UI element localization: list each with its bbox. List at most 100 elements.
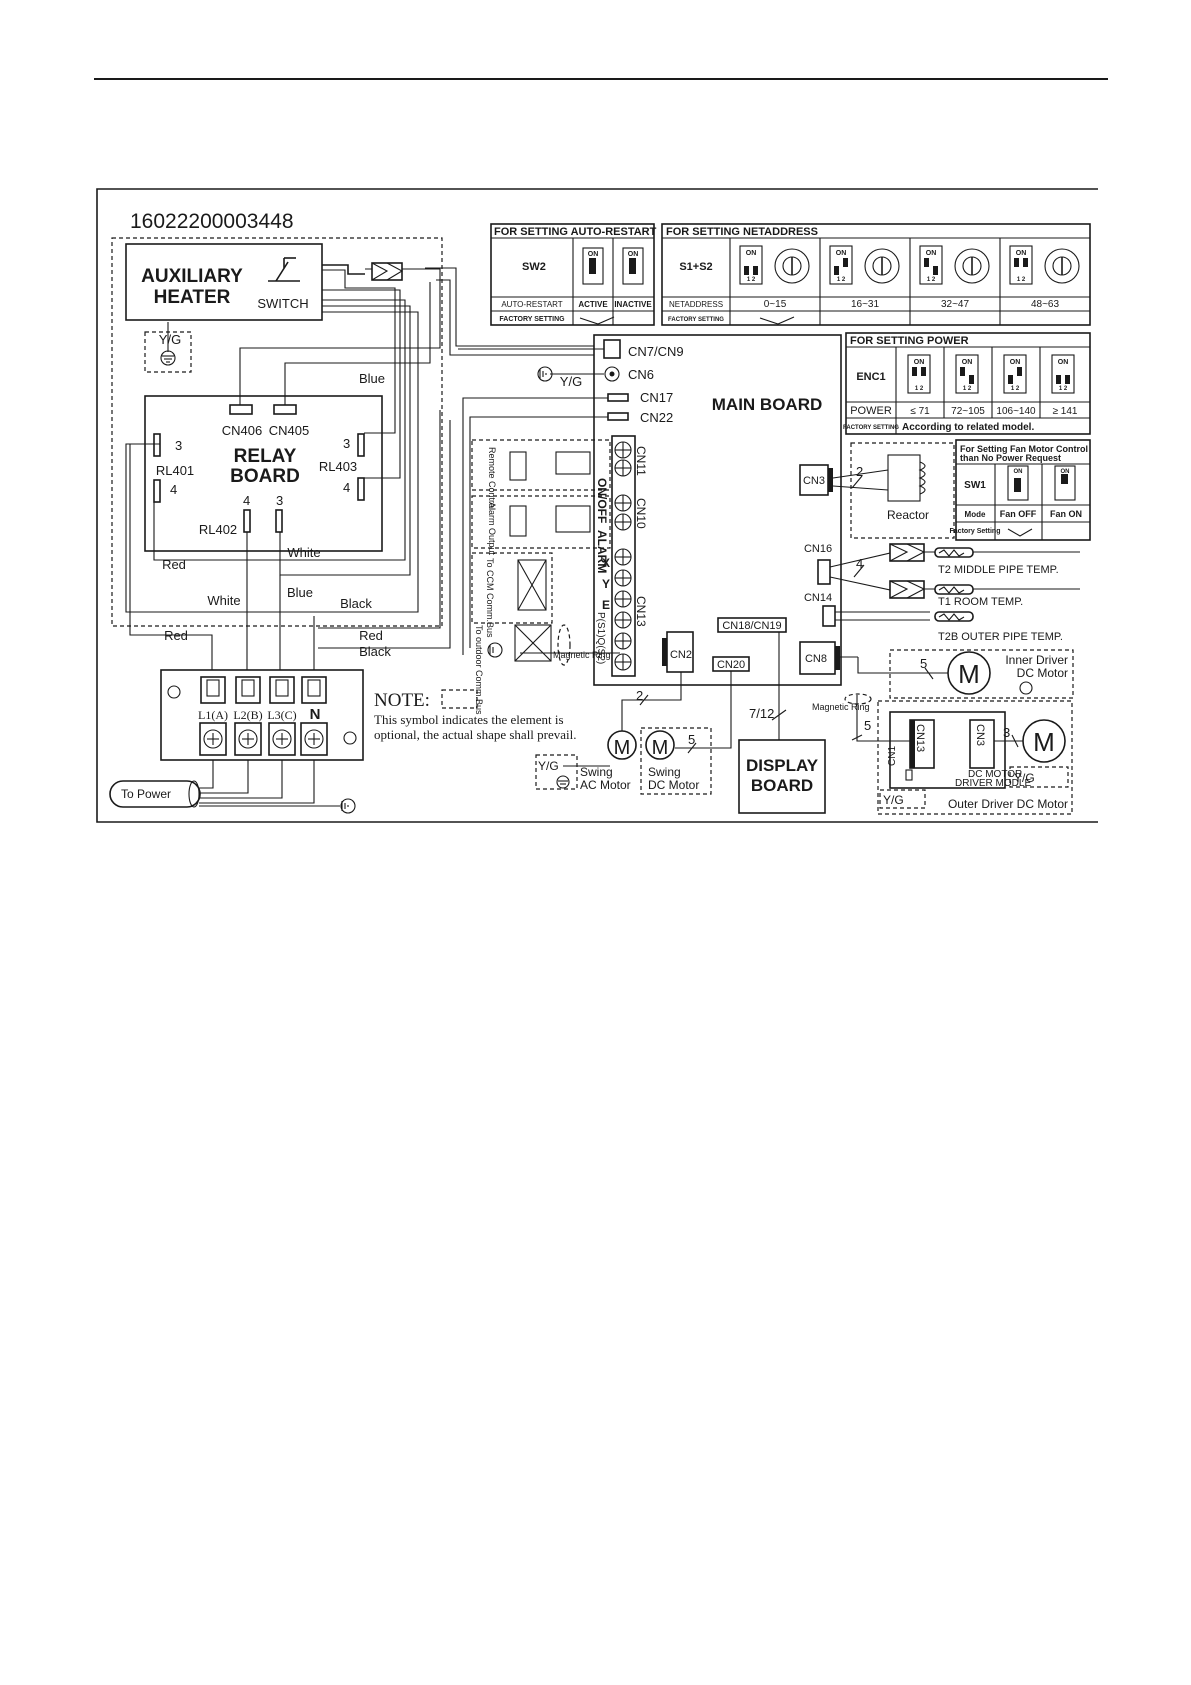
cn17-label: CN17 [640, 390, 673, 405]
fanctrl-title-1: For Setting Fan Motor Control [960, 444, 1088, 454]
wire-label-white-1: White [287, 545, 320, 560]
onoff-label: ON/OFF [595, 478, 609, 523]
rl403-pin3: 3 [343, 436, 350, 451]
svg-text:1 2: 1 2 [963, 386, 972, 392]
diagram-frame [96, 188, 1098, 823]
document-code: 16022200003448 [130, 210, 294, 233]
outer-driver-motor [844, 693, 1073, 815]
auxiliary-heater: AUXILIARY HEATER SWITCH Y/G [125, 243, 323, 373]
netaddress-dip-3: ON1 2 [919, 245, 990, 285]
svg-text:ON: ON [1058, 359, 1069, 366]
terminal-n-label: N [310, 706, 321, 723]
reactor [832, 442, 955, 539]
cn13-label: CN13 [634, 596, 648, 627]
cn11-label: CN11 [634, 446, 648, 476]
display-title-2: BOARD [751, 776, 813, 795]
netaddress-range-3: 48~63 [1031, 299, 1060, 310]
fanctrl-fan-off: Fan OFF [1000, 509, 1037, 519]
autorestart-on-1: ON [588, 251, 599, 258]
ground-icon [160, 350, 176, 366]
heater-switch-label: SWITCH [257, 296, 308, 311]
outdoor-bus-label: To outdoor Comm.Bus [474, 625, 484, 715]
main-board: MAIN BOARD CN7/CN9 CN6 CN17 CN22 ON/OFF … [593, 334, 842, 686]
swing-motors [535, 671, 732, 795]
control-terminal-screw-8 [614, 611, 632, 629]
outer-cn3: CN3 [974, 724, 986, 746]
dc-driver-label-2: DRIVER MODLE [955, 778, 1031, 789]
autorestart-on-2: ON [628, 251, 639, 258]
heater-ground-label: Y/G [159, 332, 181, 347]
remote-control-label: Remote Control [487, 447, 497, 510]
cn3-label: CN3 [803, 475, 825, 487]
autorestart-active: ACTIVE [578, 300, 608, 309]
cn6-label: CN6 [628, 367, 654, 382]
fanctrl-on-1: ON [1014, 469, 1023, 475]
power-range-1: 72~105 [951, 406, 985, 417]
cn6-yg-label: Y/G [560, 374, 582, 389]
outdoor-magnetic-ring-icon [514, 624, 571, 666]
control-terminal-screw-6 [614, 569, 632, 587]
sensor-t2b-label: T2B OUTER PIPE TEMP. [938, 631, 1063, 643]
power-according: According to related model. [902, 422, 1034, 433]
wire-label-black-1: Black [340, 596, 372, 611]
autorestart-title: FOR SETTING AUTO-RESTART [494, 226, 657, 238]
power-dip-4: ON1 2 [1051, 354, 1075, 394]
netaddress-dip-2: ON1 2 [829, 245, 900, 285]
terminal-post-4 [300, 676, 328, 756]
inner-driver-motor [840, 649, 1074, 699]
note-dashed-symbol [441, 689, 478, 709]
terminal-post-3 [268, 676, 296, 756]
magnetic-ring-label-2: Magnetic Ring [812, 702, 870, 712]
swing-dc-m: M [652, 737, 669, 759]
cn406-label: CN406 [222, 423, 262, 438]
swing-count-2: 2 [636, 688, 643, 703]
netaddress-row: NETADDRESS [669, 300, 723, 309]
outer-yg-1: Y/G [1014, 771, 1035, 785]
heater-fuse-icon [371, 262, 404, 281]
cn8-label: CN8 [805, 653, 827, 665]
svg-text:1 2: 1 2 [915, 386, 924, 392]
display-title-1: DISPLAY [746, 756, 819, 775]
fanctrl-title-2: than No Power Request [960, 453, 1061, 463]
outer-yg-2: Y/G [883, 793, 904, 807]
pq-label: P(S1)Q(S2) [595, 612, 606, 664]
ccm-bus-label: To CCM Comm.Bus [485, 558, 495, 638]
control-terminal-screw-7 [614, 590, 632, 608]
rl402-pin4: 4 [243, 493, 250, 508]
svg-text:ON: ON [1016, 250, 1027, 257]
wire-label-black-2: Black [359, 644, 391, 659]
alarm-output-label: Alarm Output [487, 502, 497, 556]
auto-restart-table [490, 223, 655, 326]
autorestart-factory: FACTORY SETTING [499, 316, 565, 323]
cn2-label: CN2 [670, 649, 692, 661]
fanctrl-sw: SW1 [964, 480, 986, 491]
rl401-pin3: 3 [175, 438, 182, 453]
temperature-sensors [829, 543, 1080, 622]
terminal-l3-label: L3(C) [267, 708, 296, 722]
rl401-pin4: 4 [170, 482, 177, 497]
power-range-0: ≤ 71 [910, 406, 930, 417]
alarm-label: ALARM [595, 530, 609, 573]
power-sw: ENC1 [856, 371, 885, 383]
power-title: FOR SETTING POWER [850, 335, 969, 347]
power-dip-3: ON1 2 [1003, 354, 1027, 394]
netaddress-sw: S1+S2 [679, 261, 712, 273]
power-row: POWER [850, 405, 892, 417]
swing-dc-label-1: Swing [648, 765, 681, 779]
remote-switch-icon [509, 451, 591, 481]
rl403-pin4: 4 [343, 480, 350, 495]
power-cable [109, 760, 340, 808]
power-ground-icon [340, 798, 356, 814]
svg-text:ON: ON [926, 250, 937, 257]
netaddress-range-0: 0~15 [764, 299, 787, 310]
power-range-3: ≥ 141 [1053, 406, 1078, 417]
fan-control-table [955, 439, 1091, 541]
svg-text:1 2: 1 2 [747, 277, 756, 283]
control-terminal-screw-3 [614, 494, 632, 512]
cn10-label: CN10 [634, 498, 648, 529]
outer-motor-label: Outer Driver DC Motor [948, 797, 1068, 811]
svg-text:ON: ON [962, 359, 973, 366]
relay-board: RELAY BOARD CN406 CN405 RL401 RL402 RL40… [144, 395, 383, 552]
fanctrl-factory: Factory Setting [950, 528, 1001, 535]
